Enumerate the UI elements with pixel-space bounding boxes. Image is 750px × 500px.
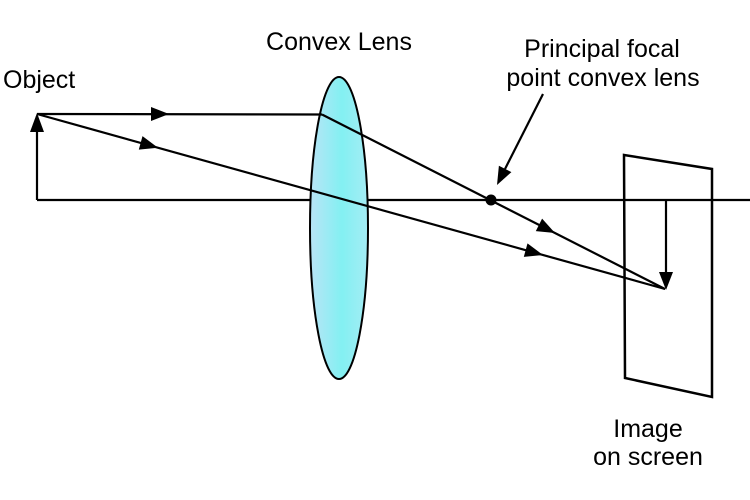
chief-ray-arrowhead2-icon [523,243,543,257]
focal-point-annotation-arrowhead-icon [497,165,512,185]
image-arrowhead-icon [659,272,673,290]
lens-label: Convex Lens [266,28,412,56]
focal-point-annotation-arrow [497,93,544,185]
chief-ray [36,112,666,291]
image-label-line2: on screen [593,443,703,471]
refracted-ray-arrowhead-icon [535,218,555,233]
parallel-ray-incident [36,112,323,116]
image-label-line1: Image [613,415,682,443]
chief-ray-arrowhead1-icon [138,136,158,150]
object-arrow [30,113,44,200]
focal-point-annotation-line [504,93,544,170]
focal-point-label-line1: Principal focal [524,35,680,63]
focal-point-label-line2: point convex lens [506,64,699,92]
object-arrowhead-icon [30,113,44,132]
focal-point-dot [485,194,497,206]
parallel-ray-arrowhead-icon [151,107,169,121]
convex-lens [309,76,369,380]
image-arrow [659,200,673,290]
screen-panel [622,153,714,399]
object-label: Object [3,66,75,94]
